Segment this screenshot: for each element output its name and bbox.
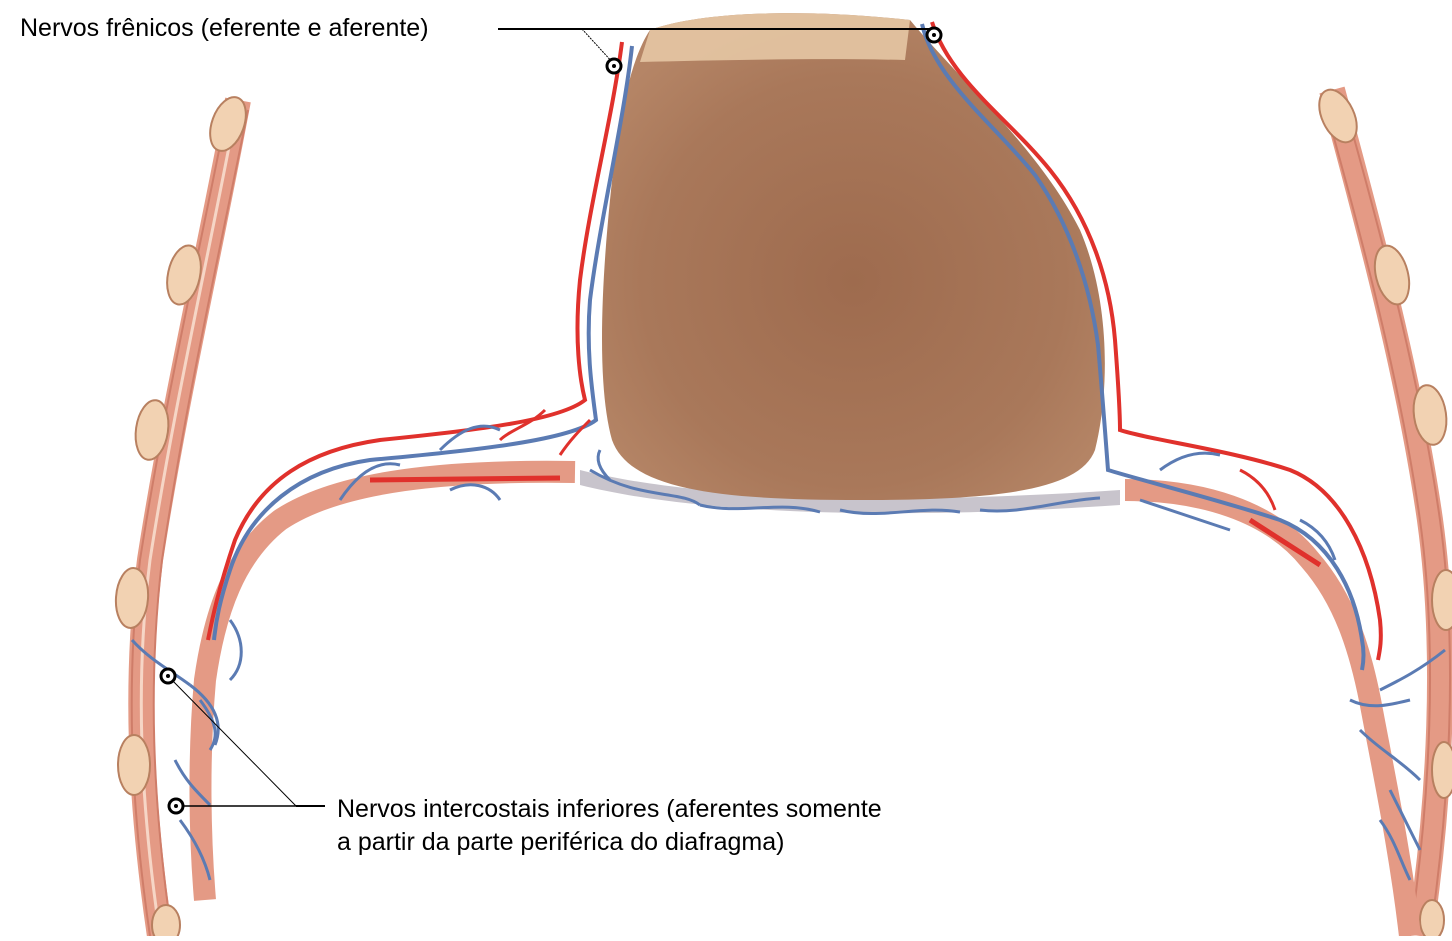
intercostal-label-line-1: Nervos intercostais inferiores (aferente…	[337, 793, 882, 826]
phrenic-nerves-label: Nervos frênicos (eferente e aferente)	[20, 12, 429, 45]
circle-dot-marker	[161, 669, 175, 683]
diaphragm-right	[1125, 490, 1410, 936]
circle-dot-marker	[607, 59, 621, 73]
circle-dot-marker	[169, 799, 183, 813]
phrenic-leader-line-left	[582, 29, 614, 64]
intercostal-label-line-2: a partir da parte periférica do diafragm…	[337, 826, 882, 859]
intercostal-nerves-label: Nervos intercostais inferiores (aferente…	[337, 793, 882, 859]
left-phrenic-nerve	[208, 42, 632, 640]
intercostal-leader-line-upper	[168, 676, 296, 806]
heart-mass	[602, 13, 1105, 500]
circle-dot-marker	[927, 28, 941, 42]
